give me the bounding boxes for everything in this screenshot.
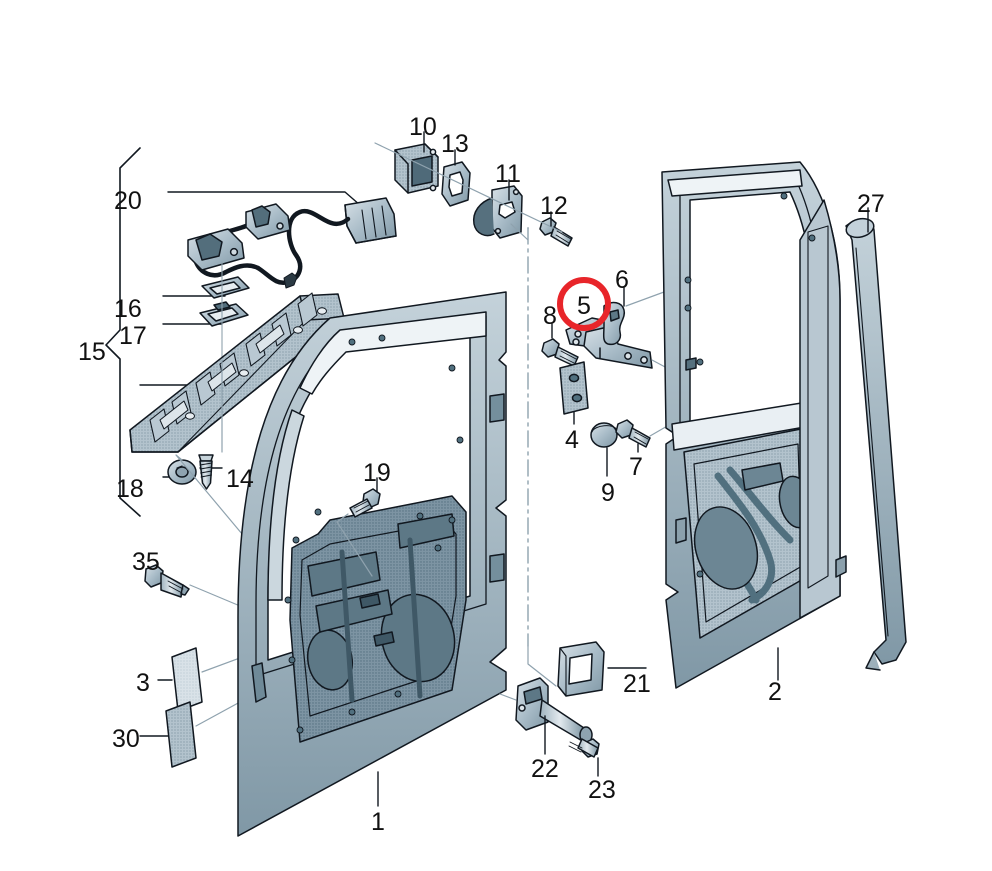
callout-label-2: 2 (768, 678, 782, 706)
centerline-axis-branches (510, 223, 557, 687)
part-pad-30 (165, 701, 197, 768)
part-guide-block-21 (557, 641, 605, 697)
callout-label-23: 23 (588, 776, 616, 804)
leader-lines-top (423, 131, 552, 227)
callout-label-21: 21 (623, 670, 651, 698)
part-door-check-strap-22 (515, 677, 593, 744)
callout-label-13: 13 (441, 130, 469, 158)
part-pad-3 (171, 647, 203, 712)
callout-label-20: 20 (114, 187, 142, 215)
part-clip-17 (199, 301, 249, 327)
part-plug-cap-9 (590, 422, 618, 448)
part-door-shell-1 (237, 291, 507, 837)
callout-label-3: 3 (136, 669, 150, 697)
highlight-circle-5 (557, 277, 611, 331)
part-striker-gasket-13 (441, 161, 471, 207)
callout-label-18: 18 (116, 475, 144, 503)
callout-label-1: 1 (371, 808, 385, 836)
callout-label-15: 15 (78, 338, 106, 366)
callout-label-17: 17 (119, 322, 147, 350)
callout-label-12: 12 (540, 192, 568, 220)
part-bolt-23 (568, 738, 600, 758)
leader-lines-bottom (544, 667, 647, 777)
callout-label-22: 22 (531, 755, 559, 783)
callout-label-16: 16 (114, 295, 142, 323)
part-bolt-12 (539, 217, 573, 247)
part-b-pillar-trim-27 (845, 217, 907, 671)
callout-label-8: 8 (543, 302, 557, 330)
callout-label-9: 9 (601, 479, 615, 507)
callout-label-35: 35 (132, 548, 160, 576)
part-bolt-7 (615, 419, 651, 448)
part-expansion-rivet-35 (144, 564, 190, 598)
callout-label-7: 7 (629, 453, 643, 481)
group-bracket-15 (105, 147, 141, 517)
part-trim-rail-15 (129, 292, 345, 453)
leader-lines-pads (139, 679, 173, 737)
callout-label-10: 10 (409, 113, 437, 141)
callout-label-19: 19 (363, 459, 391, 487)
part-grommet-18 (167, 459, 197, 485)
part-mounting-plate-4 (559, 361, 589, 415)
callout-label-6: 6 (615, 266, 629, 294)
part-wiring-harness-20 (187, 197, 397, 289)
part-bolt-19 (349, 488, 381, 518)
highlighted-part-number-5: 5 (577, 292, 591, 320)
callout-label-14: 14 (226, 465, 254, 493)
callout-label-11: 11 (495, 160, 521, 188)
alignment-axis-striker (374, 142, 563, 233)
part-tapping-screw-14 (198, 454, 214, 490)
part-latch-hook-11 (472, 185, 523, 239)
part-striker-housing-10 (394, 143, 439, 194)
callout-label-27: 27 (857, 190, 885, 218)
part-door-shell-2 (661, 161, 847, 689)
callout-label-30: 30 (112, 725, 140, 753)
part-clip-16 (201, 276, 250, 299)
leader-lines-hinge (551, 287, 639, 477)
callout-label-4: 4 (565, 426, 579, 454)
part-bolt-8 (541, 338, 579, 367)
